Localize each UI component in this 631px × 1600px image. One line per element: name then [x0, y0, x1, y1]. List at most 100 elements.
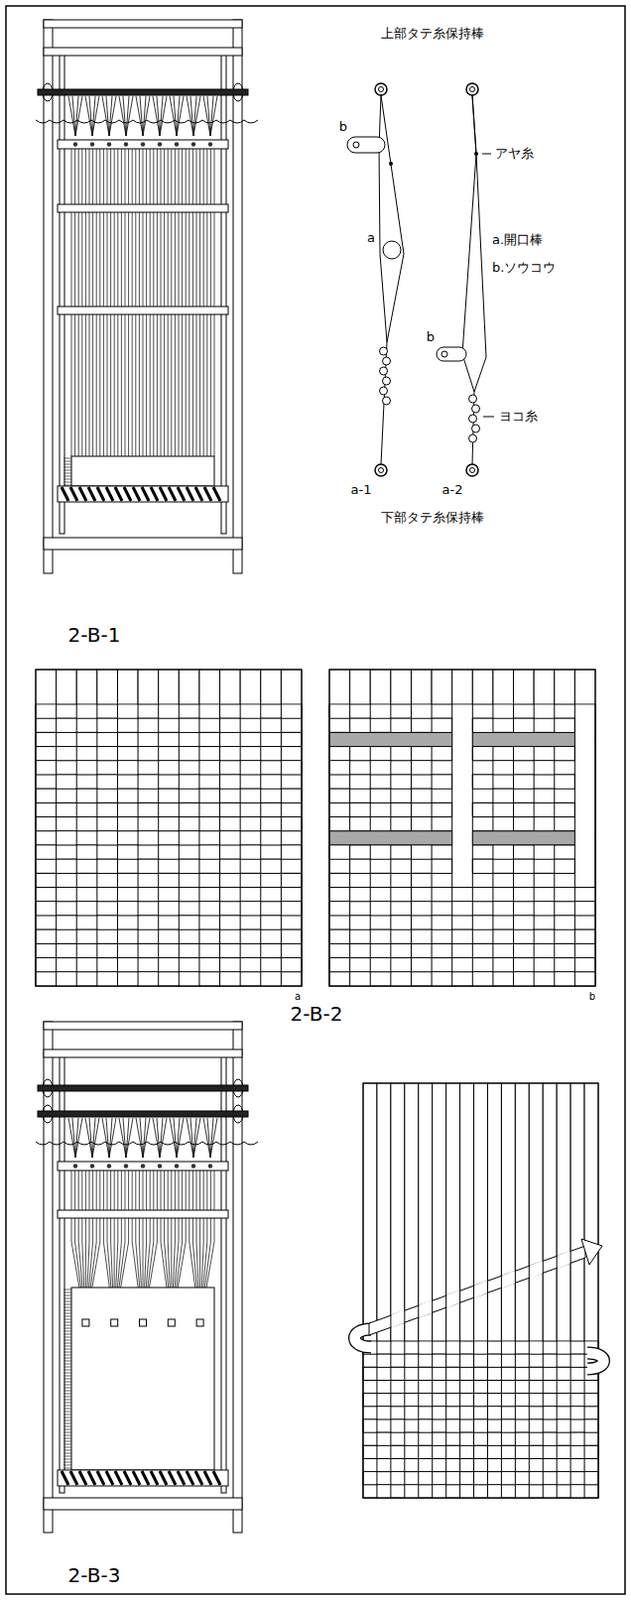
warp-over	[557, 1420, 571, 1433]
warp-over-edge	[56, 943, 78, 958]
warp-over	[534, 958, 554, 972]
warp-thread	[149, 148, 151, 457]
warp-over	[404, 1355, 418, 1368]
warp-over-edge	[493, 901, 514, 916]
part-label: ヨコ糸	[499, 409, 538, 424]
warp-loop	[169, 96, 184, 136]
warp-thread	[178, 148, 180, 457]
warp-over-edge	[76, 732, 98, 747]
warp-over-edge	[542, 1381, 557, 1394]
warp-over	[534, 761, 554, 775]
weft-strip	[35, 732, 302, 747]
warp-over	[260, 747, 280, 760]
warp-over	[571, 1459, 585, 1472]
warp-over	[473, 719, 493, 733]
warp-over-edge	[370, 704, 391, 719]
warp-over	[179, 944, 199, 958]
warp-over-edge	[137, 915, 159, 930]
woven-cloth	[71, 456, 215, 487]
warp-over-edge	[370, 958, 391, 973]
warp-thread	[204, 1170, 211, 1288]
weft-strip	[329, 788, 596, 803]
warp-over	[474, 1420, 488, 1433]
warp-over	[158, 733, 178, 747]
leader-line	[482, 153, 492, 155]
holding-rod-section	[470, 468, 476, 474]
warp-over-edge	[56, 802, 78, 817]
warp-over-edge	[158, 929, 180, 944]
warp-over	[474, 1393, 488, 1406]
page-frame	[5, 5, 626, 1595]
warp-over	[474, 1368, 488, 1381]
warp-over	[158, 761, 178, 775]
warp-over	[281, 761, 301, 775]
warp-over-edge	[390, 887, 412, 902]
warp-over	[371, 761, 390, 775]
warp-over-edge	[528, 1393, 543, 1407]
warp-over-edge	[35, 817, 57, 832]
warp-over-edge	[584, 1445, 599, 1459]
warp-over	[534, 874, 554, 887]
loom-post	[43, 19, 53, 574]
warp-over	[390, 1420, 404, 1433]
shed-bar	[57, 1210, 229, 1219]
warp-over	[390, 916, 410, 930]
weft-strip	[35, 943, 302, 958]
lease-thread-dot	[388, 161, 393, 166]
warp-over	[390, 719, 410, 733]
warp-thread	[199, 1170, 201, 1288]
weft-strip	[329, 845, 596, 860]
weft-strip	[35, 873, 302, 887]
warp-over	[36, 817, 56, 831]
warp-over-edge	[513, 718, 535, 733]
warp-over	[432, 916, 452, 930]
warp-over-edge	[280, 817, 302, 832]
warp-over-edge	[390, 972, 412, 987]
warp-over	[543, 1459, 557, 1472]
heddle-knot	[157, 141, 162, 146]
weft-strip	[35, 859, 302, 874]
warp-over-edge	[56, 718, 78, 733]
warp-over-edge	[452, 747, 474, 761]
warp-over-edge	[390, 1472, 405, 1486]
warp-over-edge	[350, 887, 372, 902]
warp-thread	[172, 1170, 175, 1288]
warp-over-edge	[431, 774, 453, 789]
warp-thread	[107, 148, 109, 457]
warp-over	[404, 1459, 418, 1472]
warp-over	[446, 1472, 460, 1485]
warp-over-edge	[329, 929, 351, 944]
heddle-knot	[124, 1163, 128, 1168]
warp-over	[452, 902, 472, 916]
warp-over-edge	[513, 859, 535, 874]
warp-over	[411, 789, 431, 803]
warp-over	[411, 761, 431, 775]
warp-thread	[192, 148, 194, 457]
warp-over-edge	[574, 929, 596, 944]
weft-strip	[35, 788, 302, 803]
warp-over-edge	[178, 747, 200, 761]
warp-over	[241, 902, 260, 916]
warp-over	[260, 719, 280, 733]
warp-thread	[163, 148, 165, 457]
weft-section	[469, 394, 478, 403]
warp-over-edge	[260, 831, 282, 846]
warp-over-edge	[570, 1459, 585, 1473]
warp-over-edge	[474, 1341, 489, 1355]
warp-over	[460, 1433, 474, 1446]
warp-over	[260, 860, 280, 874]
warp-over	[97, 719, 117, 733]
warp-over-edge	[240, 704, 261, 719]
warp-over	[474, 1472, 488, 1485]
warp-over-edge	[350, 718, 372, 733]
warp-over-edge	[432, 1381, 447, 1394]
warp-over	[378, 1381, 391, 1393]
warp-over-edge	[404, 1354, 419, 1368]
warp-over-edge	[418, 1341, 433, 1355]
warp-over-edge	[220, 943, 242, 958]
warp-thread	[103, 1170, 110, 1288]
warp-over-edge	[280, 929, 302, 944]
warp-over-edge	[501, 1270, 515, 1288]
warp-over-edge	[199, 732, 221, 747]
warp-over-edge	[432, 1459, 447, 1473]
